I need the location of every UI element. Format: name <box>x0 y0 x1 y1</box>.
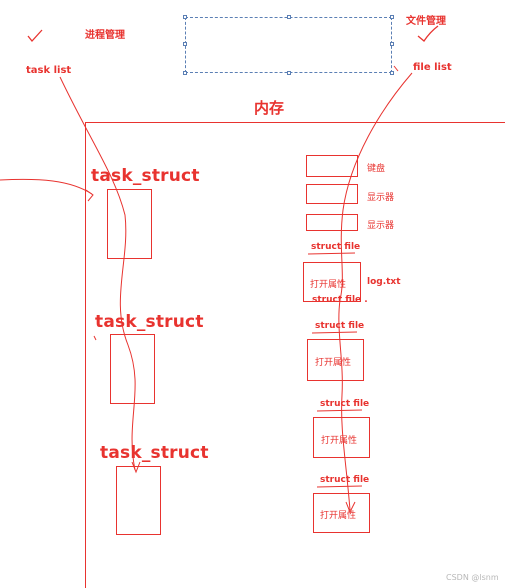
selection-box[interactable] <box>183 15 394 75</box>
file-box-4: 打开属性 <box>313 493 370 533</box>
struct-file-label-4: struct file <box>320 475 370 485</box>
keyboard-label: 键盘 <box>367 164 386 174</box>
file-box-2: 打开属性 <box>307 339 364 381</box>
resize-handle[interactable] <box>183 71 187 75</box>
display-label-2: 显示器 <box>367 221 395 231</box>
display-label-1: 显示器 <box>367 193 395 203</box>
log-file-box: 打开属性 <box>303 262 361 302</box>
resize-handle[interactable] <box>183 15 187 19</box>
open-attr-label: 打开属性 <box>315 358 352 368</box>
task-struct-label-3: task_struct <box>100 443 209 463</box>
open-attr-label: 打开属性 <box>320 511 357 521</box>
process-mgmt-label: 进程管理 <box>85 30 125 41</box>
open-attr-label: 打开属性 <box>321 436 358 446</box>
task-struct-label-1: task_struct <box>91 166 200 186</box>
file-mgmt-label: 文件管理 <box>406 16 446 27</box>
task-struct-label-2: task_struct <box>95 312 204 332</box>
file-list-label: file list <box>413 62 452 73</box>
keyboard-box <box>306 155 358 177</box>
resize-handle[interactable] <box>390 71 394 75</box>
resize-handle[interactable] <box>390 42 394 46</box>
struct-file-label-1: struct file <box>311 242 361 252</box>
log-txt-label: log.txt <box>367 277 401 287</box>
task-list-label: task list <box>26 65 72 76</box>
display-box-2 <box>306 214 358 231</box>
resize-handle[interactable] <box>183 42 187 46</box>
memory-left-border <box>85 122 86 588</box>
struct-file-label-3: struct file <box>320 399 370 409</box>
resize-handle[interactable] <box>390 15 394 19</box>
memory-top-border <box>85 122 505 123</box>
checkmark-right <box>417 25 439 42</box>
checkmark-left <box>27 29 43 43</box>
task-struct-box-2 <box>110 334 155 404</box>
watermark: CSDN @lsnm <box>446 573 499 582</box>
resize-handle[interactable] <box>287 15 291 19</box>
open-attr-label: 打开属性 <box>310 280 347 290</box>
memory-title: 内存 <box>254 99 285 117</box>
task-struct-box-1 <box>107 189 152 259</box>
resize-handle[interactable] <box>287 71 291 75</box>
display-box-1 <box>306 184 358 204</box>
